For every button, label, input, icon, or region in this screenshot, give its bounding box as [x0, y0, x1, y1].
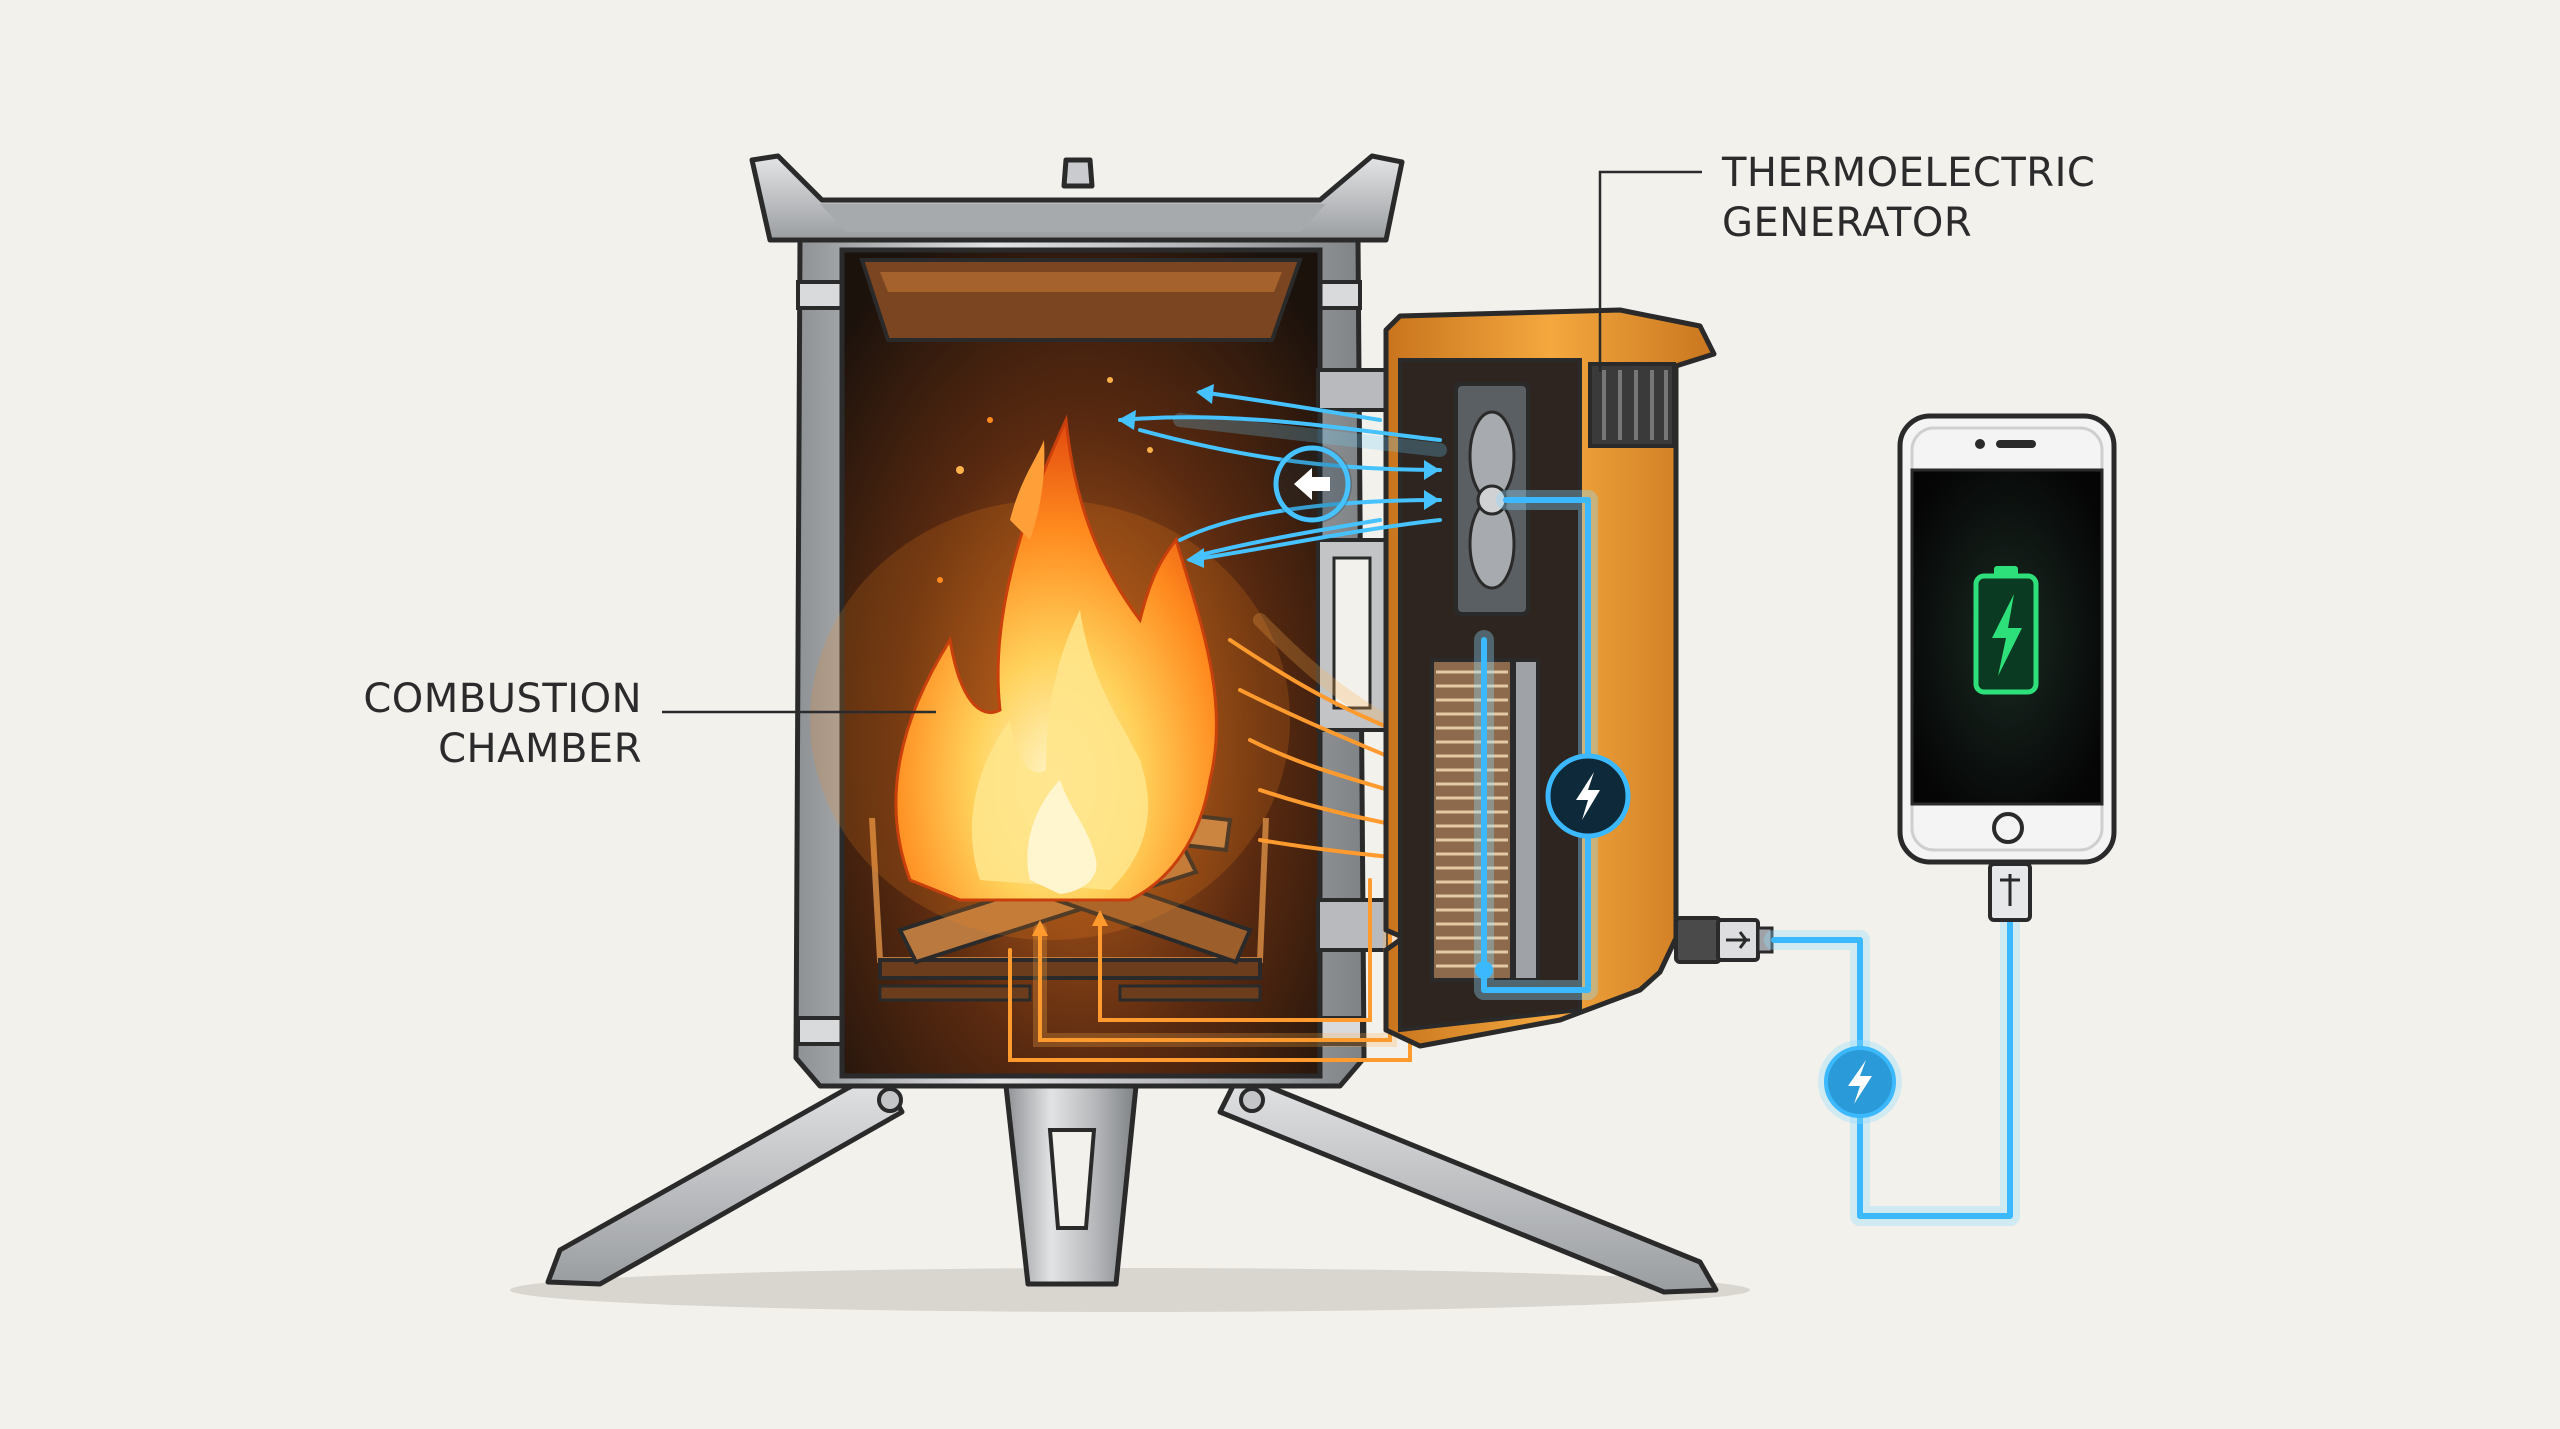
- stove-legs: [545, 1069, 1719, 1295]
- battery-charging-icon: [1973, 566, 2039, 695]
- ground-shadow: [510, 1268, 1750, 1312]
- label-combustion-line1: COMBUSTION: [363, 676, 642, 722]
- internal-power-circuit: [1474, 490, 1631, 1000]
- lightning-bolt-icon: [1545, 753, 1631, 839]
- fire: [810, 377, 1290, 940]
- label-combustion-line2: CHAMBER: [438, 726, 642, 772]
- lightning-bolt-icon: [1818, 1040, 1902, 1124]
- arrow-left-icon: [1272, 444, 1352, 524]
- usb-plug-icon: [1716, 918, 1774, 962]
- callout-thermoelectric-generator: THERMOELECTRIC GENERATOR: [1598, 150, 2095, 372]
- thermoelectric-generator: [1383, 307, 1722, 1049]
- fan-icon: [1468, 410, 1516, 590]
- callout-combustion-chamber: COMBUSTION CHAMBER: [363, 676, 936, 772]
- label-thermoelectric-line1: THERMOELECTRIC: [1721, 150, 2095, 196]
- smartphone-icon: [1897, 413, 2117, 865]
- usb-cable: [1716, 862, 2032, 1226]
- label-thermoelectric-line2: GENERATOR: [1722, 200, 1972, 246]
- air-flow-arrows: [1118, 384, 1447, 568]
